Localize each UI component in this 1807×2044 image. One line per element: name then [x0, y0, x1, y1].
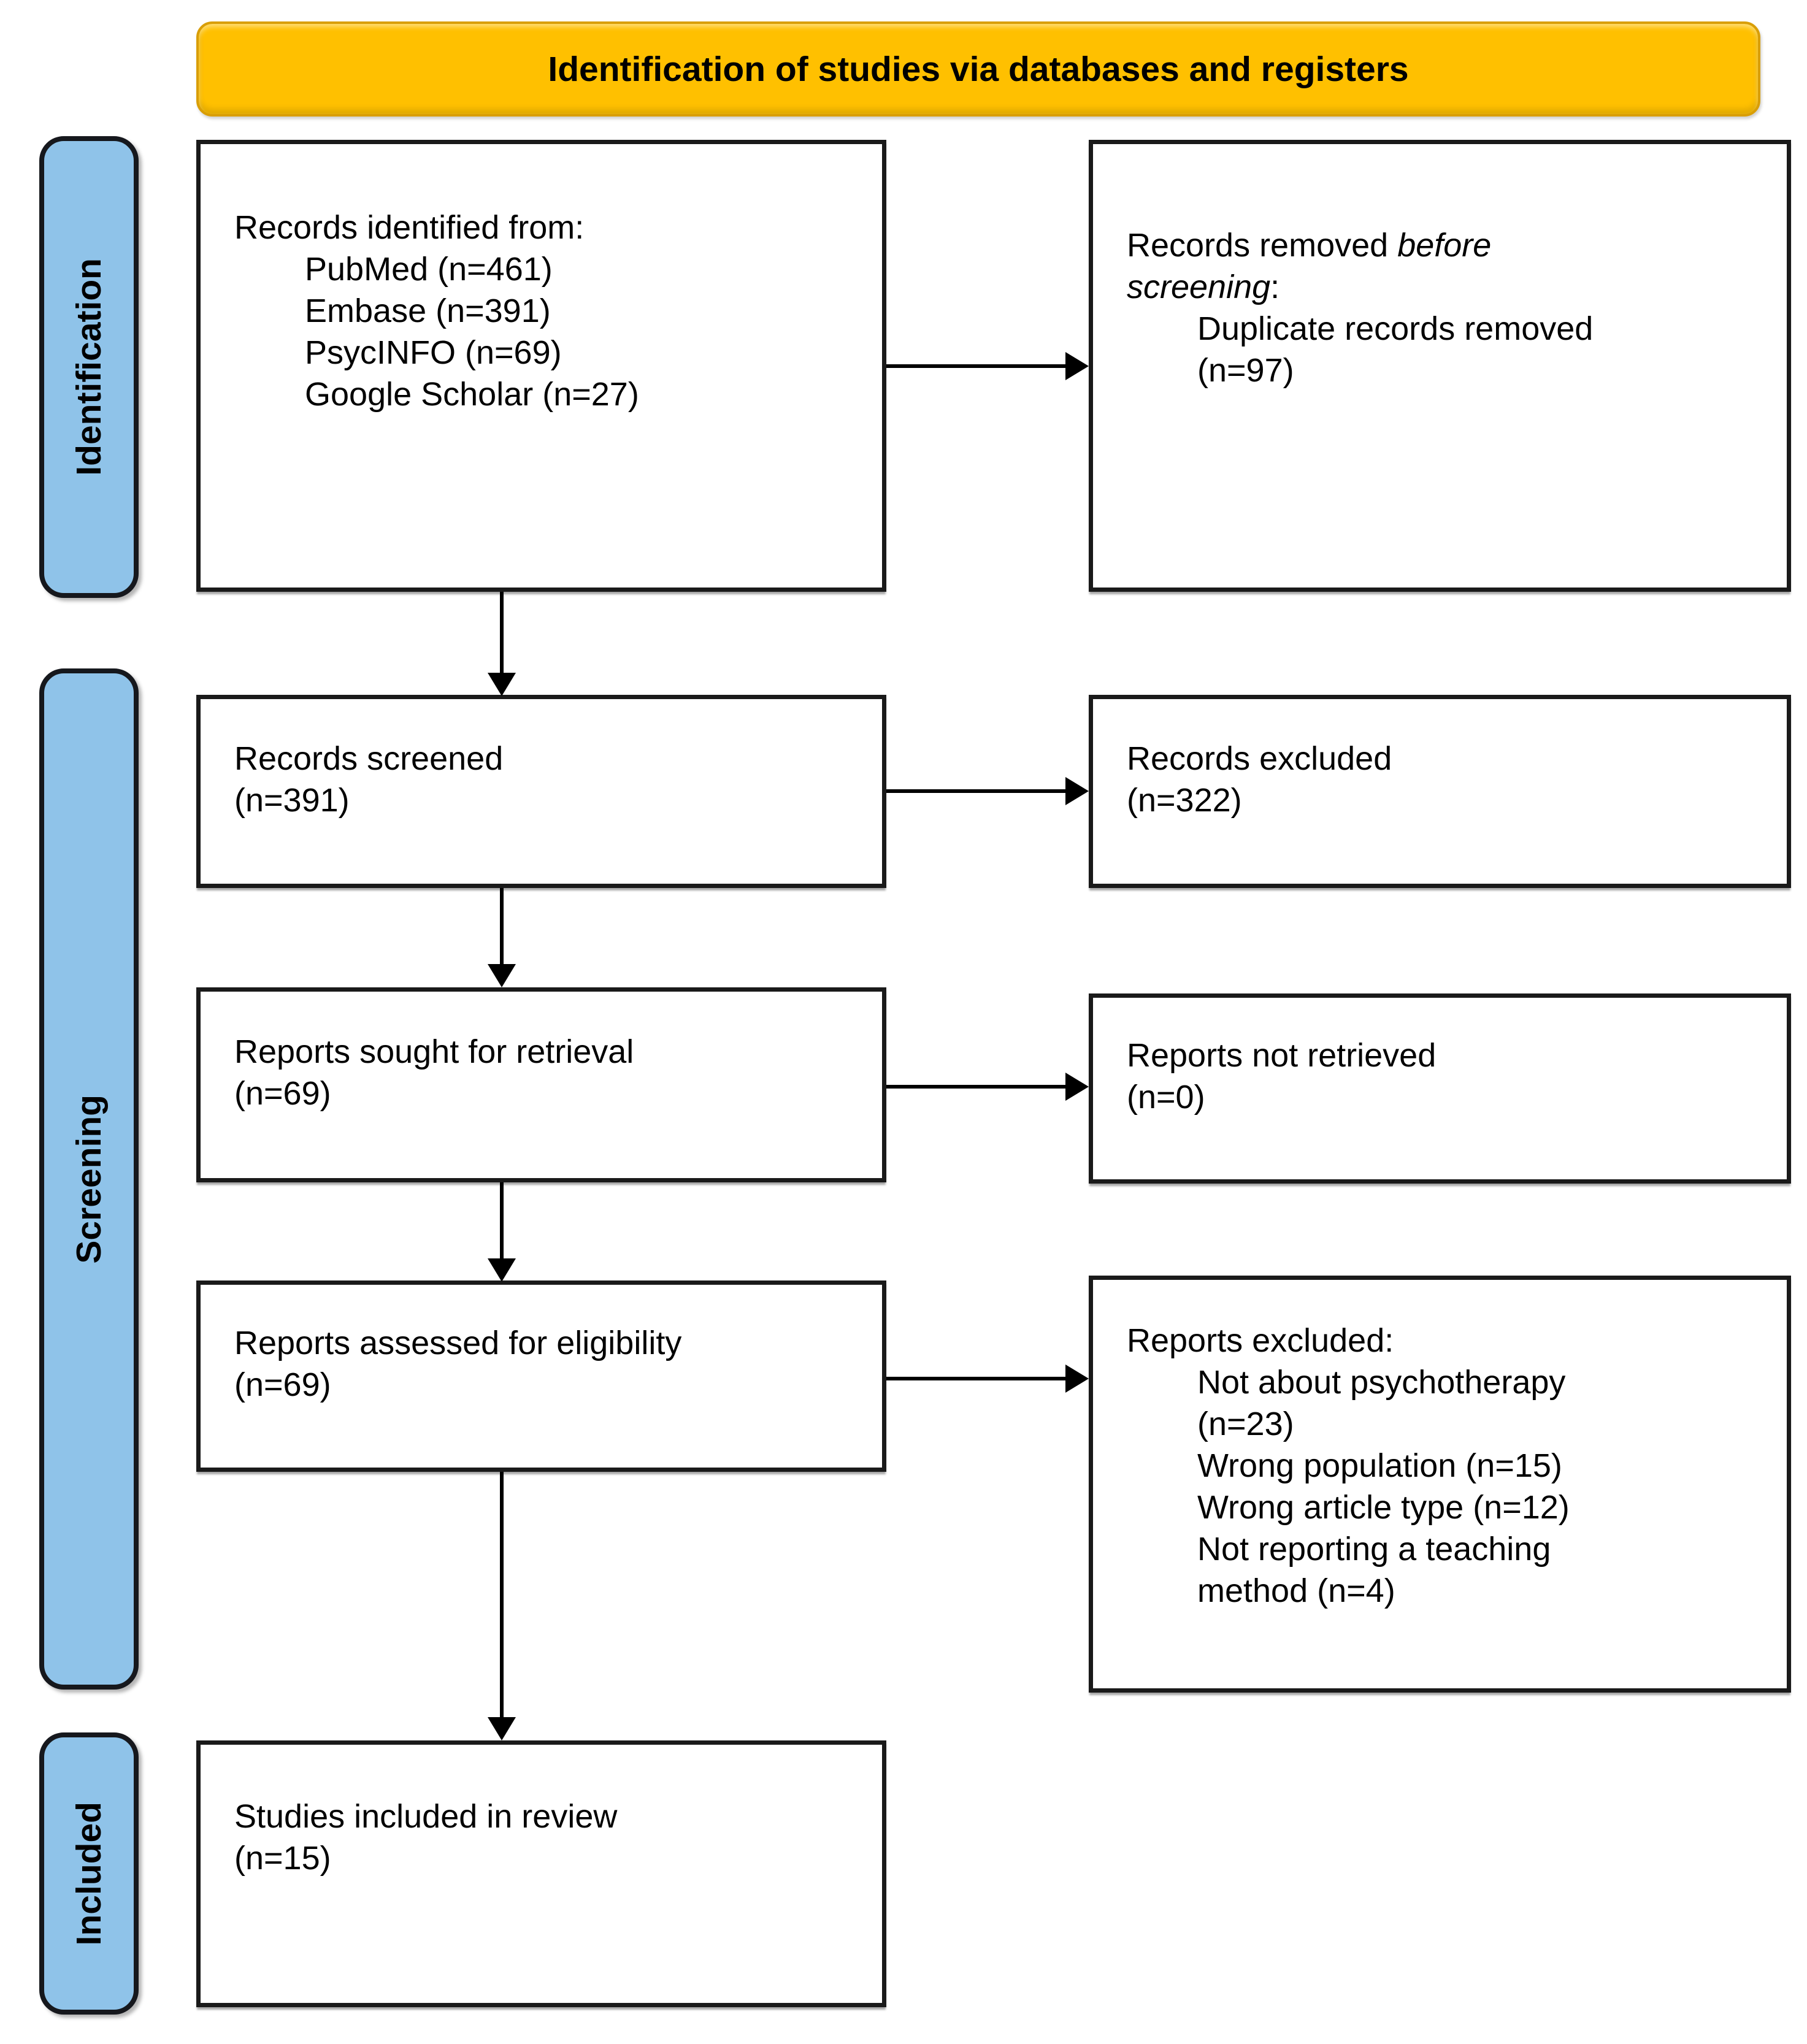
arrow-line [500, 888, 504, 965]
box-records-excluded: Records excluded (n=322) [1089, 695, 1791, 888]
stage-label-identification-text: Identification [69, 258, 109, 476]
box-reports-excluded: Reports excluded: Not about psychotherapy… [1089, 1276, 1791, 1693]
box-text-line: (n=23) [1197, 1406, 1294, 1442]
box-text-line: Records excluded [1127, 740, 1392, 777]
arrow-head-down [488, 1258, 516, 1282]
box-text-line: Studies included in review [234, 1797, 618, 1835]
arrow-head-right [1065, 1073, 1089, 1101]
box-studies-included-in-review: Studies included in review (n=15) [196, 1740, 886, 2007]
arrow-head-right [1065, 352, 1089, 380]
box-text-line: (n=69) [234, 1075, 331, 1112]
box-records-removed-before-screening: Records removed before screening: Duplicat… [1089, 140, 1791, 592]
arrow-line [886, 789, 1067, 793]
flow-header-banner: Identification of studies via databases … [196, 21, 1760, 117]
box-text-line: (n=15) [234, 1839, 331, 1877]
box-text-line: (n=322) [1127, 781, 1242, 819]
box-text-line: Wrong article type (n=12) [1197, 1489, 1570, 1526]
box-text-line: Duplicate records removed [1197, 310, 1594, 347]
box-text-line: PubMed (n=461) [305, 250, 553, 288]
box-reports-assessed-for-eligibility: Reports assessed for eligibility (n=69) [196, 1280, 886, 1472]
arrow-line [500, 1472, 504, 1718]
flow-header-title: Identification of studies via databases … [548, 49, 1409, 89]
box-text-line: Records identified from: [234, 209, 585, 246]
box-text-line: Not about psychotherapy [1197, 1364, 1566, 1401]
stage-label-included: Included [39, 1732, 139, 2015]
box-text-line: (n=391) [234, 781, 350, 819]
stage-label-screening: Screening [39, 668, 139, 1690]
box-records-screened: Records screened (n=391) [196, 695, 886, 888]
arrow-head-right [1065, 777, 1089, 805]
box-text-line: Reports excluded: [1127, 1322, 1394, 1359]
box-text-line: (n=69) [234, 1366, 331, 1403]
box-text-line: Embase (n=391) [305, 292, 551, 329]
stage-label-screening-text: Screening [69, 1094, 109, 1264]
box-text-line: Wrong population (n=15) [1197, 1447, 1562, 1484]
box-text-line: Reports assessed for eligibility [234, 1325, 682, 1361]
box-text-line: Google Scholar (n=27) [305, 375, 639, 413]
box-text-line: Reports sought for retrieval [234, 1033, 634, 1070]
box-text-line: PsycINFO (n=69) [305, 334, 562, 371]
box-records-identified: Records identified from: PubMed (n=461) Em… [196, 140, 886, 592]
arrow-head-right [1065, 1365, 1089, 1393]
stage-label-identification: Identification [39, 136, 139, 598]
box-reports-sought-for-retrieval: Reports sought for retrieval (n=69) [196, 987, 886, 1182]
box-text-line: Records screened [234, 740, 504, 777]
stage-label-included-text: Included [69, 1801, 109, 1946]
arrow-line [886, 1085, 1067, 1089]
box-text-line: (n=97) [1197, 351, 1294, 389]
box-text-line: (n=0) [1127, 1079, 1205, 1116]
arrow-head-down [488, 964, 516, 987]
arrow-line [500, 592, 504, 674]
arrow-line [500, 1182, 504, 1260]
box-reports-not-retrieved: Reports not retrieved (n=0) [1089, 993, 1791, 1184]
box-text-line: method (n=4) [1197, 1572, 1395, 1609]
box-text-line: Records removed before [1127, 226, 1492, 264]
arrow-head-down [488, 1717, 516, 1740]
box-text-line: Reports not retrieved [1127, 1037, 1437, 1074]
arrow-line [886, 364, 1067, 368]
arrow-line [886, 1377, 1067, 1380]
box-text-line: screening: [1127, 268, 1280, 305]
arrow-head-down [488, 673, 516, 696]
box-text-line: Not reporting a teaching [1197, 1531, 1551, 1567]
